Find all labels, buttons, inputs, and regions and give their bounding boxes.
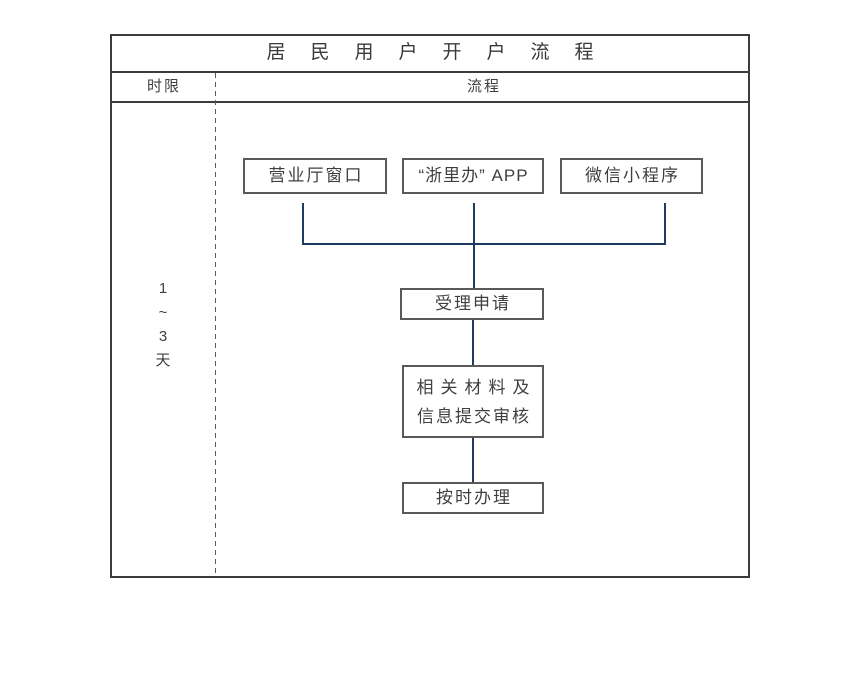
connector-middle-stub-line bbox=[473, 203, 475, 288]
time-limit-char: ~ bbox=[158, 304, 168, 321]
source-node-wechat-miniprogram: 微信小程序 bbox=[560, 158, 703, 194]
header-row-divider bbox=[112, 101, 748, 103]
time-limit-char: 3 bbox=[158, 328, 168, 345]
source-node-zheliban-app: “浙里办” APP bbox=[402, 158, 544, 194]
step-node-materials-review: 相关材料及 信息提交审核 bbox=[402, 365, 544, 438]
connector-horizontal-merge-line bbox=[302, 243, 666, 245]
step-node-accept-application: 受理申请 bbox=[400, 288, 544, 320]
time-limit-char: 1 bbox=[158, 280, 168, 297]
step-node-timely-processing: 按时办理 bbox=[402, 482, 544, 514]
column-header-process: 流程 bbox=[466, 78, 501, 95]
column-header-time-limit: 时限 bbox=[146, 78, 181, 95]
step-node-materials-review-line1: 相关材料及 bbox=[416, 378, 537, 397]
time-limit-label: 1 ~ 3 天 bbox=[110, 277, 216, 373]
connector-step2-step3-line bbox=[472, 438, 474, 482]
time-limit-char: 天 bbox=[155, 352, 171, 369]
page-title: 居民用户开户流程 bbox=[266, 42, 619, 63]
column-dashed-divider bbox=[215, 73, 216, 576]
connector-left-stub-line bbox=[302, 203, 304, 245]
title-row-divider bbox=[112, 71, 748, 73]
source-node-hall-window: 营业厅窗口 bbox=[243, 158, 387, 194]
step-node-materials-review-line2: 信息提交审核 bbox=[417, 407, 531, 426]
connector-right-stub-line bbox=[664, 203, 666, 245]
connector-step1-step2-line bbox=[472, 320, 474, 365]
